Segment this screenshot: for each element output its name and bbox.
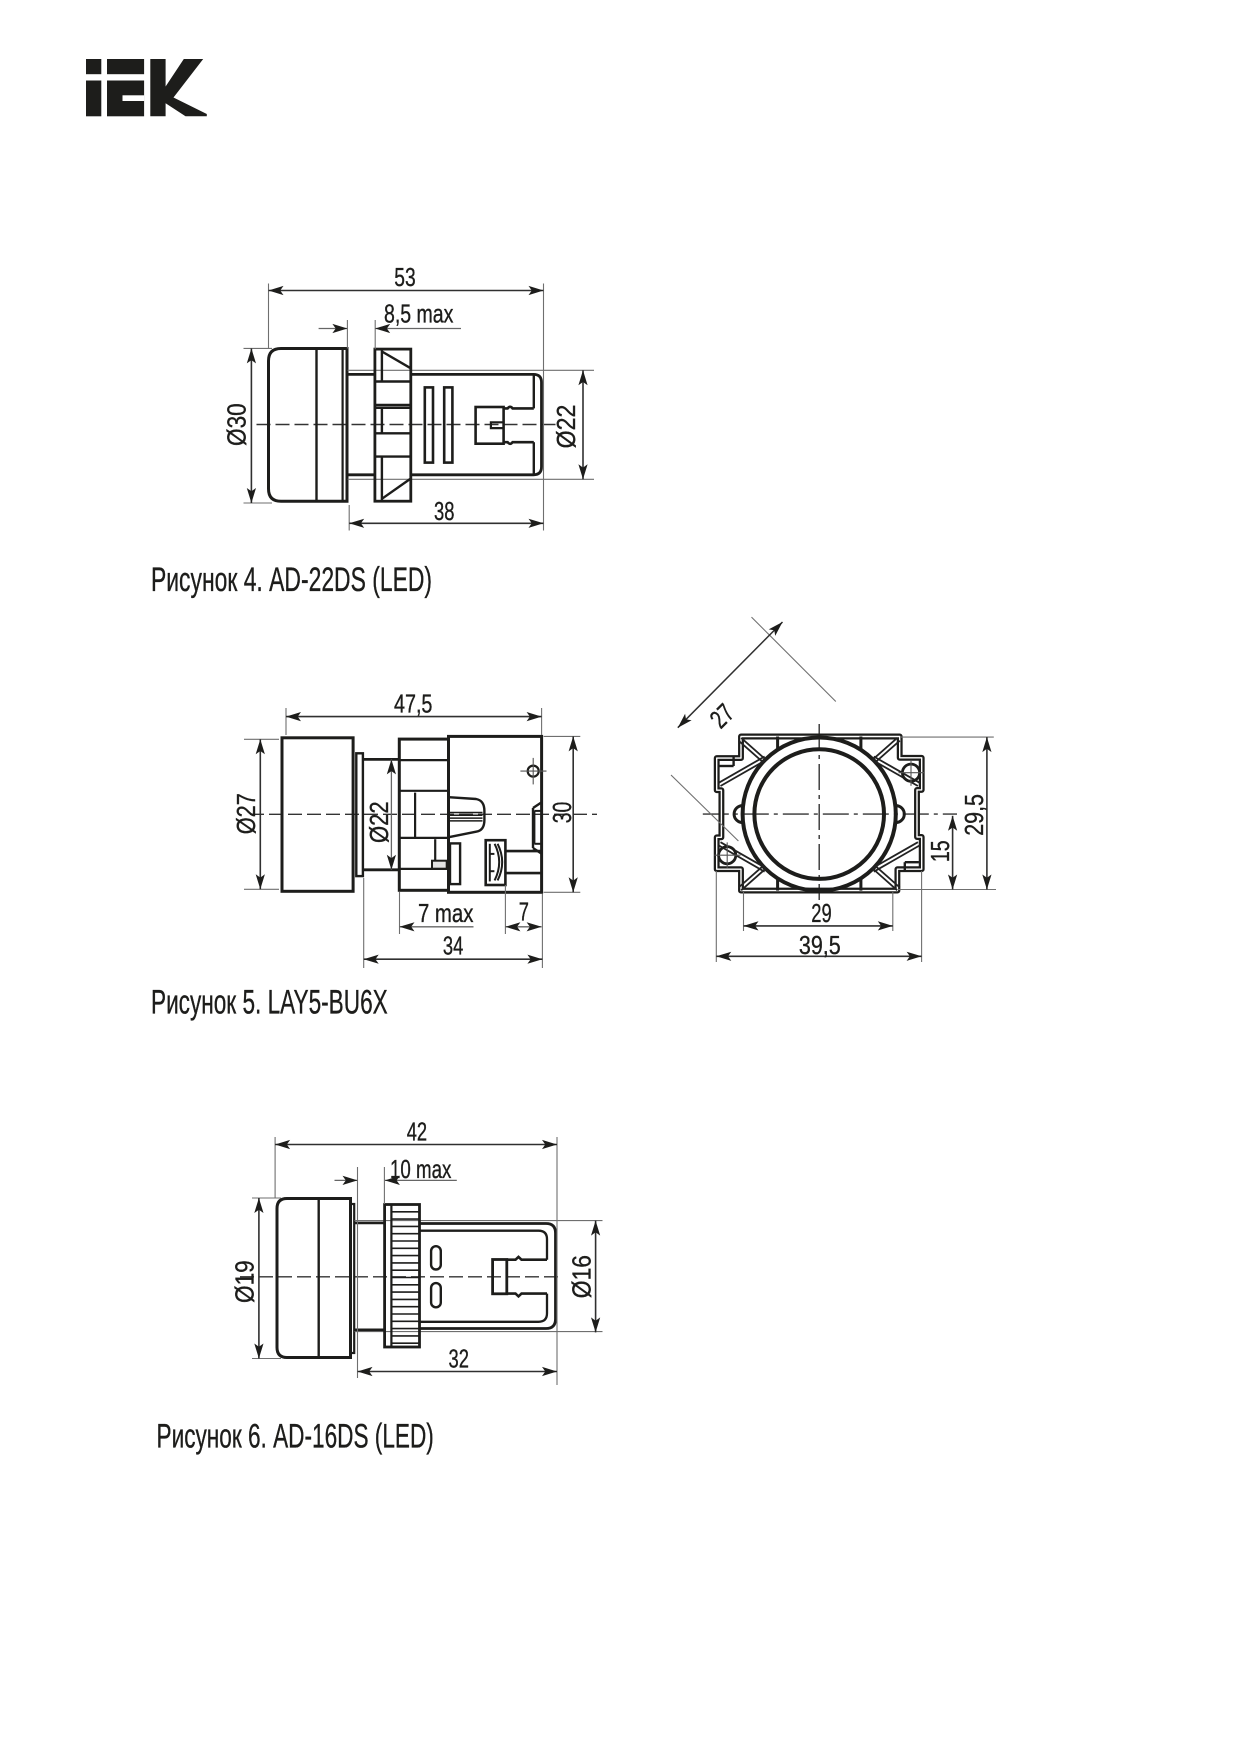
svg-text:Рисунок 4. AD-22DS (LED): Рисунок 4. AD-22DS (LED) (151, 561, 432, 599)
svg-text:8,5 max: 8,5 max (384, 299, 453, 329)
svg-text:34: 34 (443, 931, 463, 961)
svg-text:29: 29 (811, 898, 831, 928)
svg-text:27: 27 (704, 698, 740, 734)
svg-text:15: 15 (925, 840, 955, 862)
svg-text:Рисунок 6. AD-16DS (LED): Рисунок 6. AD-16DS (LED) (157, 1418, 434, 1456)
svg-text:Ø22: Ø22 (364, 801, 394, 843)
svg-text:Рисунок 5. LAY5-BU6X: Рисунок 5. LAY5-BU6X (151, 984, 388, 1022)
svg-text:7 max: 7 max (418, 898, 474, 928)
svg-text:42: 42 (407, 1116, 427, 1146)
svg-text:39,5: 39,5 (799, 930, 841, 960)
svg-text:Ø27: Ø27 (231, 793, 261, 834)
svg-text:7: 7 (519, 897, 529, 927)
svg-text:30: 30 (547, 802, 577, 823)
svg-text:Ø30: Ø30 (222, 403, 252, 446)
svg-text:38: 38 (434, 496, 454, 526)
svg-text:Ø16: Ø16 (566, 1255, 596, 1298)
svg-text:Ø22: Ø22 (551, 405, 581, 449)
svg-text:53: 53 (394, 262, 415, 292)
svg-text:29,5: 29,5 (959, 794, 989, 836)
svg-text:47,5: 47,5 (394, 688, 433, 718)
svg-text:10 max: 10 max (390, 1154, 451, 1184)
svg-text:32: 32 (449, 1343, 469, 1373)
svg-text:Ø19: Ø19 (230, 1260, 260, 1303)
